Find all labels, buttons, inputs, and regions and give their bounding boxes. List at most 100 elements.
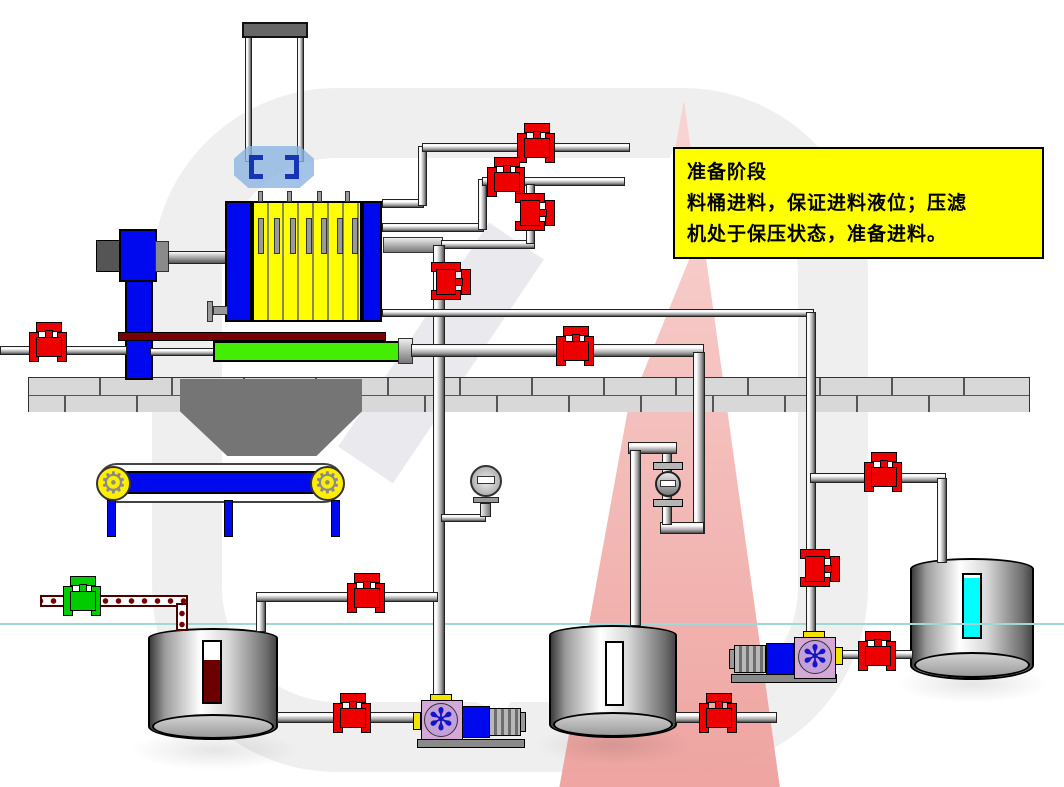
check-valve[interactable]: [653, 462, 683, 508]
conveyor-leg: [224, 500, 233, 537]
pipe-feed-mid: [150, 348, 216, 356]
hydraulic-flange: [155, 241, 169, 272]
conveyor-roller-left: ⚙: [96, 466, 131, 501]
annotation-line-1: 准备阶段: [687, 161, 768, 183]
right-tank-level-fill: [964, 578, 980, 637]
left-feed-tank-bottom: [152, 714, 274, 739]
left-feed-tank-level: [202, 640, 222, 704]
pipe-second-line: [482, 177, 625, 186]
plate-handle: [345, 191, 350, 202]
right-tank-level: [962, 573, 982, 639]
feed-pump[interactable]: ✻: [413, 694, 528, 740]
plate-slot: [306, 218, 312, 254]
plate-slot: [274, 218, 280, 254]
conveyor-roller-right: ⚙: [310, 466, 345, 501]
gantry-rail-left: [245, 22, 252, 162]
pipe-press-stub-2: [382, 223, 484, 232]
hydraulic-cylinder: [119, 229, 157, 282]
pipe-middle-tank-outlet: [675, 712, 777, 723]
pipe-gauge-tap: [441, 514, 486, 522]
level-reference-line: [0, 623, 1064, 625]
pull-bar-dark-red: [118, 332, 386, 341]
gauge-stem: [480, 503, 491, 517]
plate-slot: [337, 218, 343, 254]
impeller-icon: ✻: [802, 638, 828, 675]
check-valve-flange-bottom: [653, 499, 683, 507]
piston-rod: [168, 251, 230, 264]
pressure-gauge: [470, 465, 504, 519]
right-tank-bottom: [914, 652, 1030, 678]
check-valve-flange-top: [653, 462, 683, 470]
transfer-pump-right-flange: [835, 647, 843, 665]
brick-row: [29, 395, 1029, 412]
feed-pump-base: [417, 739, 525, 748]
impeller-icon: ✻: [428, 701, 454, 738]
plate-slot: [352, 218, 358, 254]
feed-pump-top-flange: [430, 694, 452, 701]
conveyor-leg: [107, 500, 116, 537]
hoist-hook-right: [285, 155, 299, 179]
gauge-flange: [473, 497, 499, 503]
plate-handle: [317, 191, 322, 202]
transfer-pump-coupling: [766, 643, 794, 675]
hoist-hook-left: [249, 155, 263, 179]
pipe-feed-left: [0, 346, 127, 355]
gantry-top-beam: [242, 22, 308, 38]
feed-pump-left-flange: [413, 712, 421, 730]
pipe-loop-bottom: [660, 522, 704, 534]
conveyor-leg: [331, 500, 340, 537]
press-feed-stub: [213, 306, 228, 315]
press-feed-stub-cap: [207, 301, 213, 322]
right-branch-valve[interactable]: [863, 452, 903, 492]
transfer-pump-top-flange: [803, 631, 825, 638]
middle-tank-bottom: [553, 712, 673, 737]
pipe-left-tank-branch: [256, 592, 438, 602]
annotation-line-2: 料桶进料，保证进料液位；压滤: [687, 192, 968, 214]
feed-pump-impeller-icon: ✻: [424, 703, 458, 737]
annotation-line-3: 机处于保压状态，准备进料。: [687, 223, 948, 245]
press-end-plate-left: [225, 201, 252, 322]
press-plate-pack: [252, 201, 362, 322]
pipe-right-tank-riser: [937, 478, 947, 563]
pipe-feed-right: [411, 344, 704, 357]
pipe-elbow-2: [478, 179, 487, 230]
gear-icon: ⚙: [100, 465, 127, 501]
pipe-feed-drop: [693, 352, 705, 534]
plate-handle: [258, 191, 263, 202]
pipe-elbow-1: [418, 146, 427, 206]
plate-slot: [321, 218, 327, 254]
pipe-right-branch: [810, 473, 946, 483]
transfer-pump[interactable]: ✻: [728, 630, 843, 679]
check-valve-window: [660, 480, 676, 487]
press-support-column: [125, 280, 153, 380]
pipe-dosing-drop: [176, 603, 188, 631]
brick-row: [29, 378, 1029, 395]
gear-icon: ⚙: [314, 465, 341, 501]
gantry-rail-right: [297, 22, 304, 162]
feed-cylinder-green: [213, 341, 401, 362]
pipe-top-line: [422, 143, 630, 152]
pipe-right-pump-outlet: [838, 650, 913, 659]
pipe-branch-riser: [526, 184, 535, 244]
annotation-box: 准备阶段 料桶进料，保证进料液位；压滤 机处于保压状态，准备进料。: [673, 147, 1044, 259]
pipe-transfer-line: [382, 309, 814, 317]
transfer-pump-motor: [734, 645, 766, 673]
pipe-press-stub-3: [441, 240, 535, 249]
plate-handle: [287, 191, 292, 202]
hoist-carriage: [234, 146, 314, 188]
hydraulic-end-block: [96, 240, 121, 272]
press-end-plate-right: [362, 201, 382, 322]
plate-slot: [290, 218, 296, 254]
plate-slot: [258, 218, 264, 254]
pipe-left-tank-outlet: [277, 712, 417, 723]
left-feed-tank-level-fill: [204, 660, 220, 702]
pipe-dosing-dotted: [40, 595, 188, 607]
transfer-pump-impeller-icon: ✻: [798, 640, 832, 674]
platform-bricks: [28, 377, 1030, 412]
middle-tank-level: [605, 641, 624, 706]
feed-pump-motor: [489, 708, 521, 736]
pipe-middle-tank-drop: [630, 450, 641, 626]
gauge-window: [477, 476, 495, 484]
feed-pump-coupling: [462, 706, 490, 738]
